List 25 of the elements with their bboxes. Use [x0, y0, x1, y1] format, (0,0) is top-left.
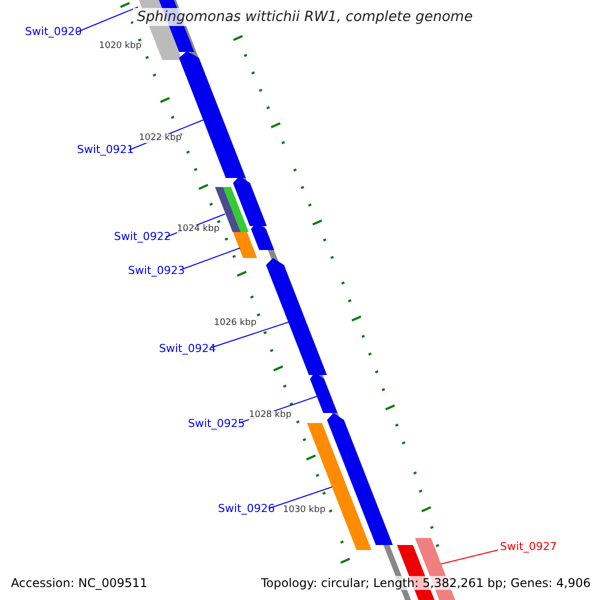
leader-line [270, 486, 332, 508]
gene-label: Swit_0926 [218, 503, 275, 514]
gene-label: Swit_0925 [188, 418, 245, 429]
gene-label: Swit_0922 [114, 231, 171, 242]
accession-text: Accession: NC_009511 [9, 576, 150, 590]
gene-feature [266, 258, 327, 375]
gene-label: Swit_0921 [77, 144, 134, 155]
leader-line [76, 6, 138, 32]
leader-line [210, 322, 290, 348]
leader-line [440, 550, 498, 564]
gene-label: Swit_0920 [25, 26, 82, 37]
gene-label: Swit_0924 [159, 343, 216, 354]
gene-label: Swit_0923 [128, 265, 185, 276]
scale-label: 1020 kbp [99, 42, 142, 51]
scale-label: 1026 kbp [214, 319, 256, 328]
genome-info-text: Topology: circular; Length: 5,382,261 bp; Genes: 4,906 [259, 576, 593, 590]
gene-label: Swit_0927 [500, 541, 557, 552]
scale-label: 1024 kbp [177, 225, 220, 234]
scale-label: 1030 kbp [283, 506, 326, 515]
gene-feature [307, 423, 372, 550]
gene-feature [233, 232, 258, 258]
scale-label: 1028 kbp [249, 411, 292, 420]
gene-feature [179, 51, 246, 178]
gene-feature [310, 372, 338, 413]
scale-label: 1022 kbp [139, 134, 182, 143]
